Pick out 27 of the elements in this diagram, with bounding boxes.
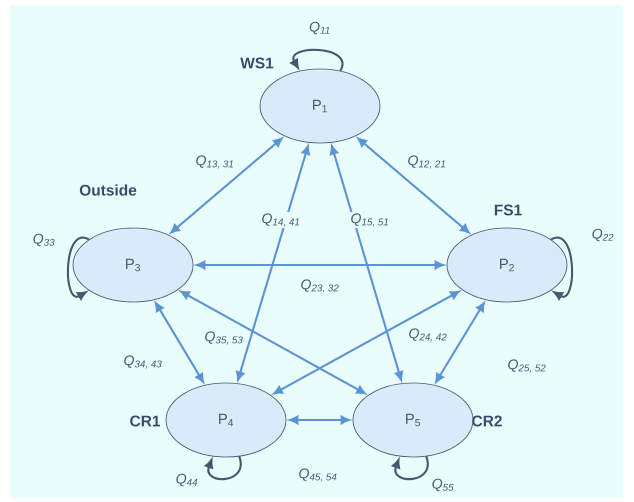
arrow <box>236 145 310 381</box>
edge-label: Q$_{13, 31}$ <box>194 154 236 170</box>
state-name: FS1 <box>494 204 522 216</box>
arrow <box>170 138 283 234</box>
arrow <box>330 145 404 381</box>
edge-label: Q$_{15, 51}$ <box>349 212 391 228</box>
arrow <box>357 138 470 234</box>
edge-label: Q$_{12, 21}$ <box>406 154 448 170</box>
arrow <box>180 290 366 394</box>
edge-label: Q$_{25, 52}$ <box>506 358 548 374</box>
arrow <box>435 302 485 383</box>
arrow <box>289 416 350 424</box>
arrow <box>204 456 242 480</box>
state-name: CR1 <box>130 416 160 426</box>
arrow <box>196 260 444 270</box>
edge-label: Q$_{14, 41}$ <box>260 212 302 228</box>
state-name: Outside <box>80 184 136 196</box>
edge-label: Q$_{11}$ <box>308 20 332 36</box>
edge-label: Q$_{34, 43}$ <box>122 354 164 370</box>
state-name: WS1 <box>240 58 274 68</box>
arrow <box>392 456 429 480</box>
edge-label: Q$_{35, 53}$ <box>203 330 245 346</box>
edge-label: Q$_{23, 32}$ <box>299 278 341 294</box>
edge-label: Q$_{24, 42}$ <box>407 327 449 343</box>
arrow <box>154 302 204 383</box>
edge-label: Q$_{45, 54}$ <box>297 467 339 483</box>
arrow <box>273 290 460 394</box>
